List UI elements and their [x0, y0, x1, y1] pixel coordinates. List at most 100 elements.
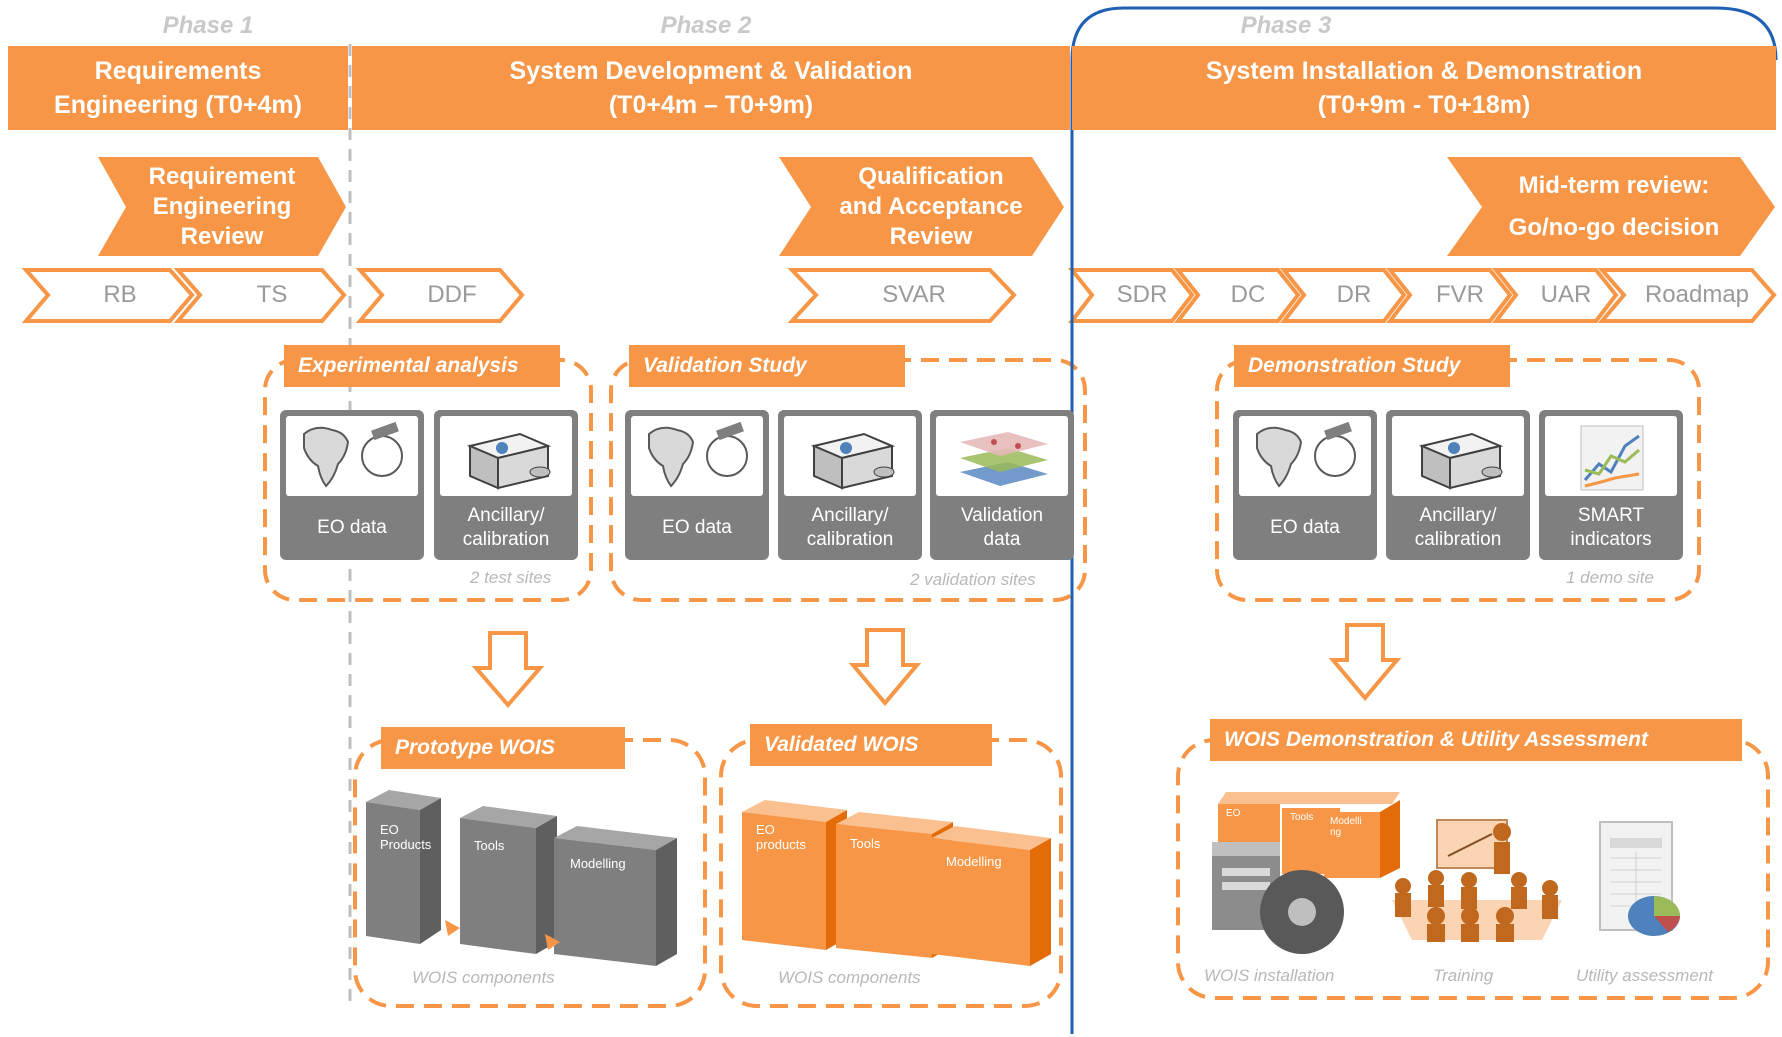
cube-label-line: EO [756, 822, 775, 837]
card-ancillary-calibration: Ancillary/calibration [1386, 410, 1530, 560]
phase-2-title-line2: (T0+4m – T0+9m) [608, 91, 814, 119]
card-ancillary-calibration: Ancillary/calibration [434, 410, 578, 560]
chevron-ddf [355, 268, 525, 323]
deliverable-rb: RB [103, 281, 137, 308]
card-line1: SMART [1577, 505, 1645, 526]
milestone-qualification-review: Qualification and Acceptance Review [811, 157, 1051, 256]
chevron-fvr [1385, 268, 1513, 323]
card-line2: calibration [1414, 529, 1502, 550]
study-title-validation: Validation Study [629, 345, 905, 387]
cube-label-tools: Tools [474, 838, 505, 853]
note-wois-components: WOIS components [412, 968, 555, 987]
card-eo-data: EO data [1233, 410, 1377, 560]
document-stack-icon [784, 416, 916, 496]
phase3-highlight-border [1070, 6, 1778, 1030]
card-label: EO data [625, 496, 769, 560]
phase-1-label: Phase 1 [162, 12, 254, 39]
phase-3-title-line1: System Installation & Demonstration [1205, 57, 1643, 85]
deliverable-fvr: FVR [1436, 281, 1484, 308]
card-label: Ancillary/calibration [434, 496, 578, 560]
chevron-sdr [1067, 268, 1195, 323]
africa-satellite-icon [1239, 416, 1371, 496]
card-line1: EO data [662, 517, 732, 538]
deliverable-uar: UAR [1540, 281, 1592, 308]
milestone-1-line3: Review [180, 222, 264, 250]
down-arrow-1 [471, 631, 545, 709]
phase-1-header: Requirements Engineering (T0+4m) [8, 46, 348, 130]
chevron-dr [1279, 268, 1407, 323]
milestone-2-line1: Qualification [858, 162, 1004, 190]
deliverable-ts: TS [256, 281, 288, 308]
label-training: Training [1433, 966, 1494, 985]
milestone-mid-term-review: Mid-term review: Go/no-go decision [1482, 157, 1746, 256]
card-line2: calibration [462, 529, 550, 550]
output-title-validated: Validated WOIS [750, 724, 992, 766]
map-layers-icon [936, 416, 1068, 496]
phase-2-label: Phase 2 [660, 12, 752, 39]
deliverable-svar: SVAR [882, 281, 946, 308]
mini-cube-label-eo: EO [1226, 808, 1241, 819]
chevron-uar [1491, 268, 1619, 323]
label-utility-assessment: Utility assessment [1576, 966, 1713, 985]
cube-label-modelling: Modelling [570, 856, 626, 871]
card-label: Ancillary/calibration [1386, 496, 1530, 560]
phase-2-header: System Development & Validation (T0+4m –… [352, 46, 1070, 130]
milestone-1-line2: Engineering [152, 192, 292, 220]
output-title-demo-utility: WOIS Demonstration & Utility Assessment [1210, 719, 1742, 761]
card-label: EO data [280, 496, 424, 560]
cube-label-line: products [756, 837, 806, 852]
cube-label-line: Modelli [1330, 816, 1362, 827]
milestone-1-line1: Requirement [148, 162, 296, 190]
card-line1: Ancillary/ [1419, 505, 1497, 526]
frame-prototype [353, 738, 707, 1008]
cube-label-tools: Tools [850, 836, 881, 851]
phase-3-label: Phase 3 [1240, 12, 1332, 39]
card-label: EO data [1233, 496, 1377, 560]
document-stack-icon [1392, 416, 1524, 496]
line-chart-icon [1545, 416, 1677, 496]
deliverable-chevrons [21, 268, 1777, 323]
phase-2-title-line1: System Development & Validation [509, 57, 913, 85]
card-eo-data: EO data [625, 410, 769, 560]
card-line1: Ancillary/ [811, 505, 889, 526]
africa-satellite-icon [286, 416, 418, 496]
chevron-svar [787, 268, 1017, 323]
milestone-3-line1: Mid-term review: [1518, 171, 1710, 199]
utility-assessment-icon [1599, 821, 1680, 936]
note-wois-components: WOIS components [778, 968, 921, 987]
cube-label-line: EO [380, 822, 399, 837]
milestone-requirement-review: Requirement Engineering Review [126, 157, 318, 256]
deliverable-sdr: SDR [1116, 281, 1168, 308]
deliverable-dr: DR [1336, 281, 1372, 308]
chevron-rb [21, 268, 195, 323]
training-icon [1392, 819, 1562, 942]
down-arrow-3 [1328, 623, 1402, 702]
card-line1: EO data [317, 517, 387, 538]
card-ancillary-calibration: Ancillary/calibration [778, 410, 922, 560]
card-line1: Validation [960, 505, 1044, 526]
frame-validated [719, 738, 1063, 1008]
output-title-prototype: Prototype WOIS [381, 727, 625, 769]
prototype-cubes [366, 790, 677, 966]
milestone-chevron-3 [1447, 157, 1775, 256]
phase-1-title-line2: Engineering (T0+4m) [54, 91, 302, 119]
installation-icon [1212, 792, 1400, 954]
chevron-dc [1173, 268, 1301, 323]
phase-3-header: System Installation & Demonstration (T0+… [1072, 46, 1776, 130]
document-stack-icon [440, 416, 572, 496]
chevron-roadmap [1597, 268, 1777, 323]
deliverable-ddf: DDF [427, 281, 477, 308]
mini-cube-label-tools: Tools [1290, 812, 1314, 823]
card-label: Ancillary/calibration [778, 496, 922, 560]
study-title-experimental: Experimental analysis [284, 345, 560, 387]
note-validation-sites: 2 validation sites [910, 570, 1036, 589]
note-demo-site: 1 demo site [1566, 568, 1654, 587]
